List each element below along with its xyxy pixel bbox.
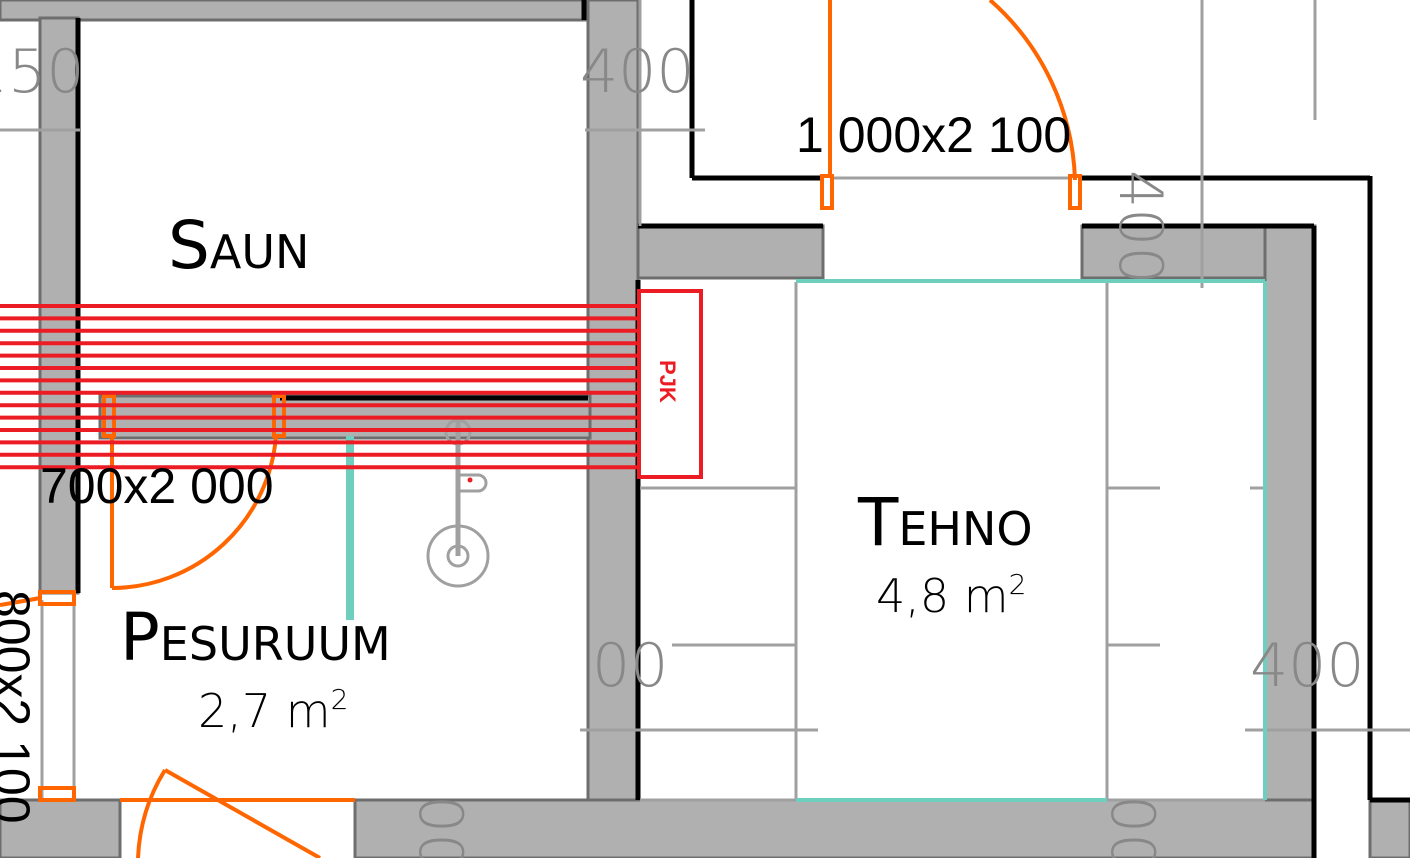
grid-lines xyxy=(0,0,1410,802)
door-size-top: 1 000x2 100 xyxy=(796,107,1071,163)
dimension-top-left: 150 xyxy=(0,37,85,107)
room-area-pesuruum: 2,7 m2 xyxy=(198,683,348,738)
area-value: 2,7 m xyxy=(198,684,331,738)
shower-icon xyxy=(426,418,490,588)
area-sup: 2 xyxy=(1009,568,1027,601)
pjk-label: PJK xyxy=(655,360,680,403)
area-value: 4,8 m xyxy=(876,569,1009,623)
room-name-tehno: Tehno xyxy=(857,484,1033,561)
floor-heating-pipes xyxy=(0,304,639,470)
pjk-box xyxy=(637,289,703,479)
room-area-tehno: 4,8 m2 xyxy=(876,568,1026,623)
dimension-mid-left: 00 xyxy=(592,631,668,701)
glass-walls xyxy=(346,279,1267,802)
room-name-saun: Saun xyxy=(168,207,309,284)
dimension-right-vertical: 400 xyxy=(1105,170,1175,285)
door-size-left: 800x2 100 xyxy=(0,590,40,824)
dimension-bottom-mid: 00 xyxy=(405,795,475,858)
door-size-saun: 700x2 000 xyxy=(40,458,274,514)
dimension-right-lower: 400 xyxy=(1250,631,1365,701)
area-sup: 2 xyxy=(331,683,349,716)
room-name-pesuruum: Pesuruum xyxy=(120,599,391,676)
dimension-top-mid: 400 xyxy=(580,37,695,107)
dimension-bottom-right: 00 xyxy=(1097,795,1167,858)
